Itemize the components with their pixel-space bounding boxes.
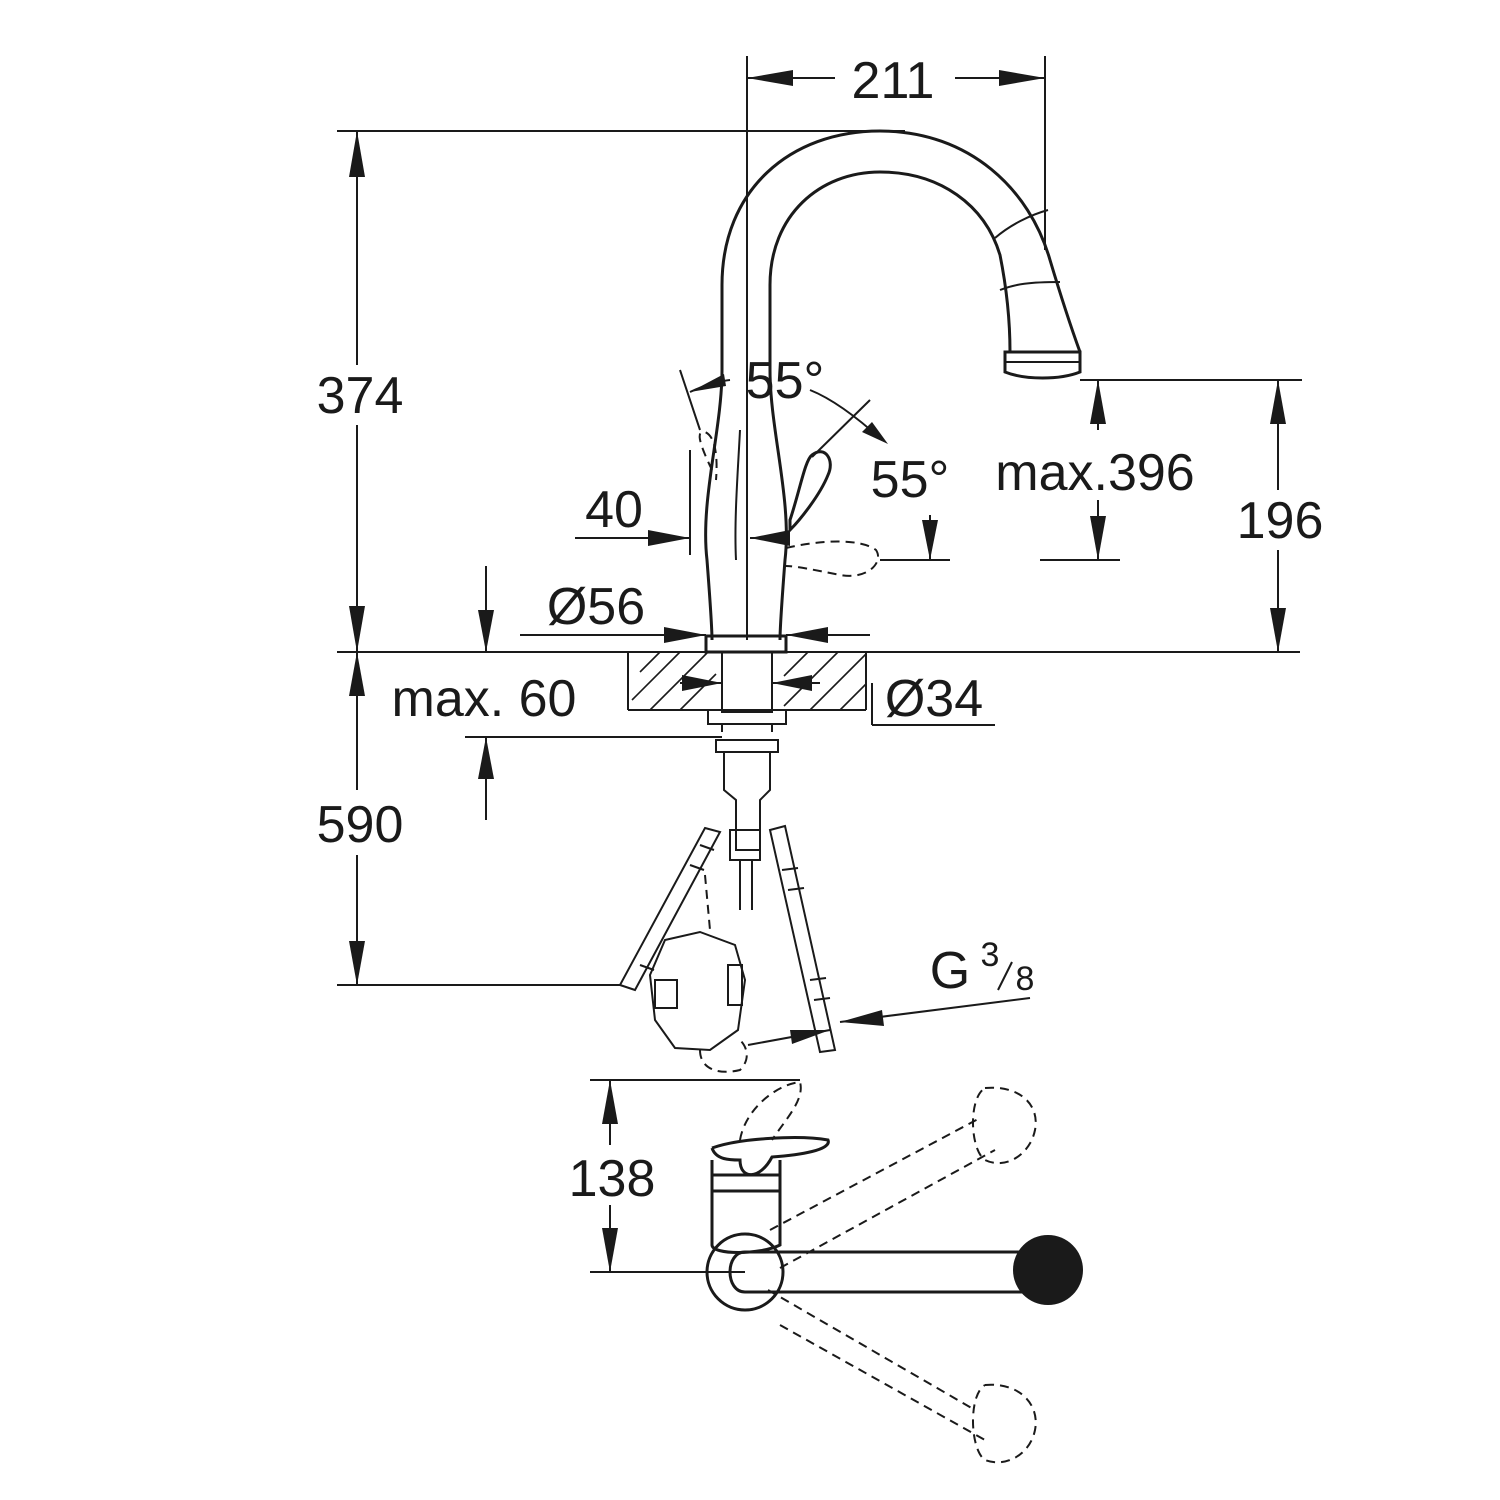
dim-label-196: 196	[1237, 492, 1324, 550]
dimension-diameter-56: Ø56	[520, 578, 870, 643]
dimension-590: 590	[317, 652, 620, 986]
dimension-138: 138	[569, 1079, 800, 1273]
dimension-max-60: max. 60	[392, 566, 722, 820]
dim-label-angle-right: 55°	[871, 451, 950, 509]
angle-55-right: 55° max.396	[871, 380, 1195, 561]
dim-label-angle-left: 55°	[746, 352, 825, 410]
thread-label-g: G	[930, 942, 970, 1000]
dim-label-211: 211	[852, 52, 935, 110]
dim-label-40: 40	[585, 481, 643, 539]
angle-55-top: 55°	[679, 352, 888, 458]
dimension-211: 211	[746, 52, 1046, 640]
thread-label-denominator: 8	[1016, 960, 1035, 998]
dim-label-590: 590	[317, 796, 404, 854]
top-view	[705, 1080, 1083, 1464]
dim-label-max-396: max.396	[995, 444, 1194, 502]
thread-label-numerator: 3	[981, 936, 1000, 974]
dim-label-374: 374	[317, 367, 404, 425]
thread-size-g-3-8: G 3 8	[747, 936, 1035, 1046]
dimension-196: 196	[1080, 379, 1324, 652]
dim-label-diameter-34: Ø34	[885, 670, 983, 728]
dimension-diameter-34: Ø34	[680, 670, 995, 728]
dim-label-max-60: max. 60	[392, 670, 577, 728]
supply-hoses	[618, 739, 837, 1073]
dim-label-diameter-56: Ø56	[547, 578, 645, 636]
deck-cross-section	[627, 651, 867, 732]
dim-label-138: 138	[569, 1150, 656, 1208]
dimension-40: 40	[575, 450, 790, 555]
dimension-374: 374	[317, 130, 905, 652]
faucet-body	[698, 129, 1082, 654]
